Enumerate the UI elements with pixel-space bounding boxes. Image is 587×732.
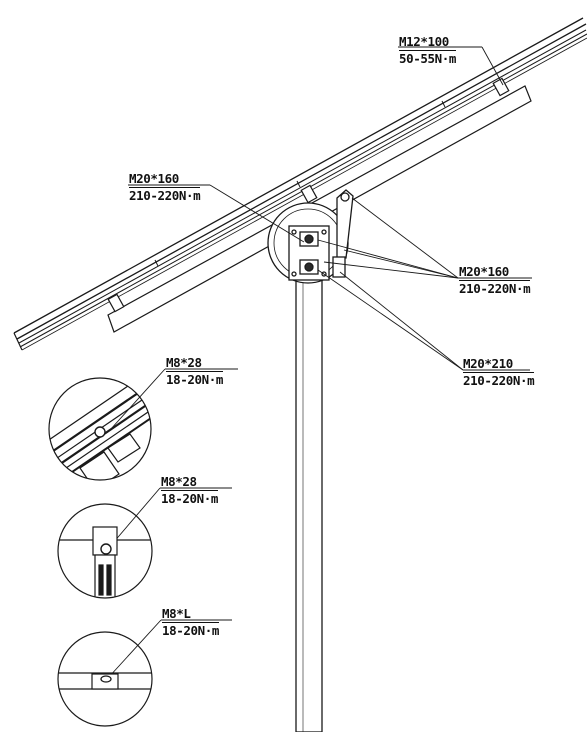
callout-m20-right: M20*160 210-220N·m xyxy=(459,264,531,296)
detail-circle-3 xyxy=(57,631,153,727)
bolt-icon xyxy=(94,426,106,438)
detail-circle-1 xyxy=(48,377,152,481)
callout-m20-top-spec: M20*160 xyxy=(129,171,201,188)
bolt-icon xyxy=(100,675,112,683)
callout-m20-210-torque: 210-220N·m xyxy=(463,373,535,388)
bolt-icon xyxy=(100,543,112,555)
callout-detail-1-torque: 18-20N·m xyxy=(166,372,224,387)
callout-m20-right-spec: M20*160 xyxy=(459,264,531,281)
callout-m12-torque: 50-55N·m xyxy=(399,51,457,66)
rail-clamps xyxy=(107,77,510,313)
callout-m12-spec: M12*100 xyxy=(399,34,457,51)
callout-detail-3-spec: M8*L xyxy=(162,606,220,623)
callout-detail-2-spec: M8*28 xyxy=(161,474,219,491)
callout-detail-2: M8*28 18-20N·m xyxy=(161,474,218,506)
callout-detail-1-spec: M8*28 xyxy=(166,355,224,372)
callout-detail-1: M8*28 18-20N·m xyxy=(166,355,223,387)
callout-m20-210-spec: M20*210 xyxy=(463,356,535,373)
detail-circle-2 xyxy=(57,503,153,599)
callout-m20-right-torque: 210-220N·m xyxy=(459,281,531,296)
callout-m20-top: M20*160 210-220N·m xyxy=(129,171,201,203)
callout-m12: M12*100 50-55N·m xyxy=(399,34,456,66)
slew-drive xyxy=(267,189,354,284)
callout-m20-210: M20*210 210-220N·m xyxy=(463,356,535,388)
callout-m20-top-torque: 210-220N·m xyxy=(129,188,201,203)
callout-detail-2-torque: 18-20N·m xyxy=(161,491,219,506)
callout-detail-3: M8*L 18-20N·m xyxy=(162,606,219,638)
callout-detail-3-torque: 18-20N·m xyxy=(162,623,220,638)
post xyxy=(295,274,323,732)
leader-lines xyxy=(106,46,532,679)
